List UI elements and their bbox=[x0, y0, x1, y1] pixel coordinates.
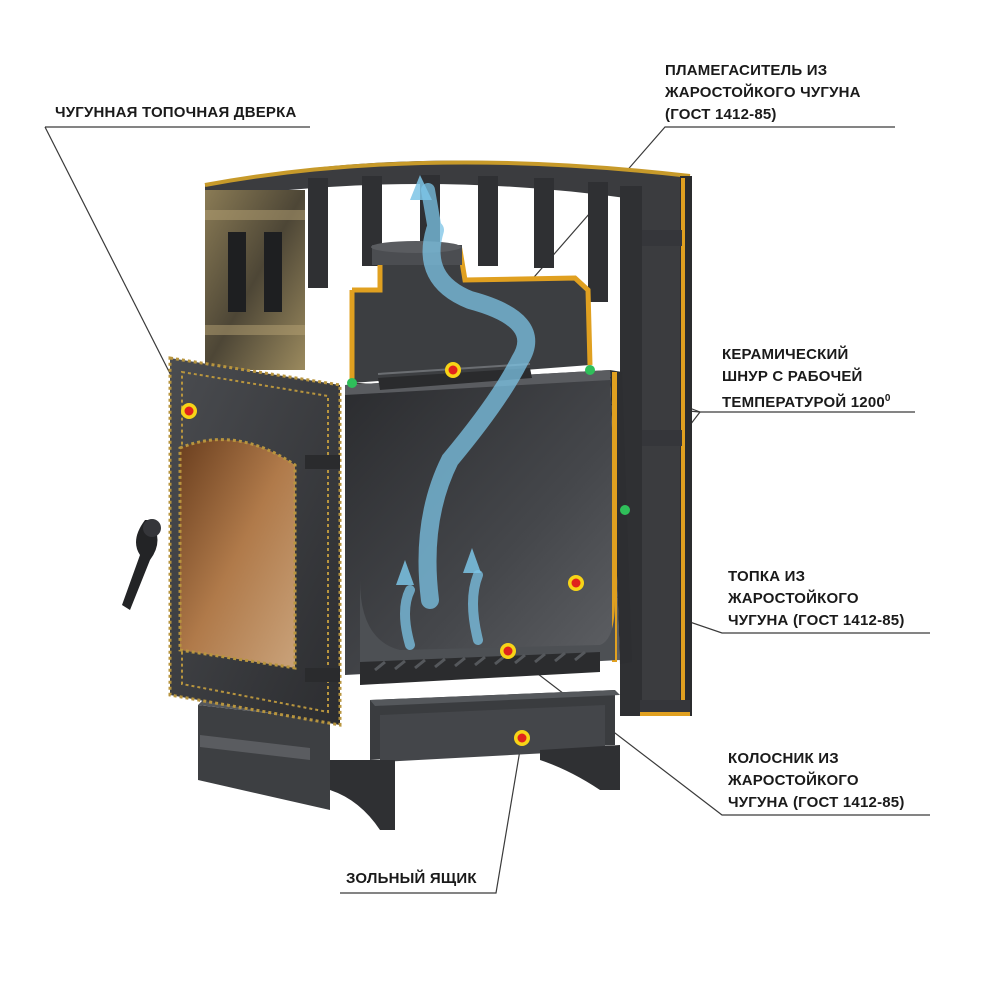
label-flame-damper: ПЛАМЕГАСИТЕЛЬ ИЗ ЖАРОСТОЙКОГО ЧУГУНА (ГО… bbox=[665, 60, 861, 126]
label-grate-line-3: ЧУГУНА (ГОСТ 1412-85) bbox=[728, 794, 905, 811]
label-firebox: ТОПКА ИЗ ЖАРОСТОЙКОГО ЧУГУНА (ГОСТ 1412-… bbox=[728, 566, 905, 632]
label-flame-damper-line-1: ПЛАМЕГАСИТЕЛЬ ИЗ bbox=[665, 62, 828, 79]
door bbox=[122, 356, 342, 727]
label-flame-damper-line-2: ЖАРОСТОЙКОГО ЧУГУНА bbox=[665, 84, 861, 101]
label-door: ЧУГУННАЯ ТОПОЧНАЯ ДВЕРКА bbox=[55, 102, 297, 124]
grate bbox=[360, 650, 600, 685]
label-ceramic-cord-line-1: КЕРАМИЧЕСКИЙ bbox=[722, 346, 849, 363]
leader-ash-box bbox=[340, 737, 523, 894]
marker-cord-2 bbox=[585, 365, 595, 375]
label-ceramic-cord: КЕРАМИЧЕСКИЙ ШНУР С РАБОЧЕЙ ТЕМПЕРАТУРОЙ… bbox=[722, 344, 891, 414]
label-flame-damper-line-3: (ГОСТ 1412-85) bbox=[665, 106, 777, 123]
airflow-arrows bbox=[396, 175, 481, 585]
label-firebox-line-3: ЧУГУНА (ГОСТ 1412-85) bbox=[728, 612, 905, 629]
stone-basket bbox=[205, 190, 305, 370]
label-door-line-1: ЧУГУННАЯ ТОПОЧНАЯ ДВЕРКА bbox=[55, 104, 297, 121]
label-ceramic-cord-line-3: ТЕМПЕРАТУРОЙ 12000 bbox=[722, 388, 891, 414]
label-grate: КОЛОСНИК ИЗ ЖАРОСТОЙКОГО ЧУГУНА (ГОСТ 14… bbox=[728, 748, 905, 814]
label-ash-box-line-1: ЗОЛЬНЫЙ ЯЩИК bbox=[346, 870, 477, 887]
label-ceramic-cord-line-3-text: ТЕМПЕРАТУРОЙ 1200 bbox=[722, 394, 885, 411]
label-grate-line-2: ЖАРОСТОЙКОГО bbox=[728, 772, 859, 789]
leader-door-diag bbox=[44, 126, 190, 412]
marker-cord-1 bbox=[347, 378, 357, 388]
outer-casing bbox=[204, 160, 692, 716]
label-ash-box: ЗОЛЬНЫЙ ЯЩИК bbox=[346, 868, 477, 890]
label-firebox-line-1: ТОПКА ИЗ bbox=[728, 568, 806, 585]
label-ceramic-cord-degree: 0 bbox=[884, 393, 891, 404]
label-ceramic-cord-line-2: ШНУР С РАБОЧЕЙ bbox=[722, 368, 863, 385]
markers bbox=[181, 362, 630, 746]
label-grate-line-1: КОЛОСНИК ИЗ bbox=[728, 750, 839, 767]
marker-cord-3 bbox=[620, 505, 630, 515]
label-firebox-line-2: ЖАРОСТОЙКОГО bbox=[728, 590, 859, 607]
